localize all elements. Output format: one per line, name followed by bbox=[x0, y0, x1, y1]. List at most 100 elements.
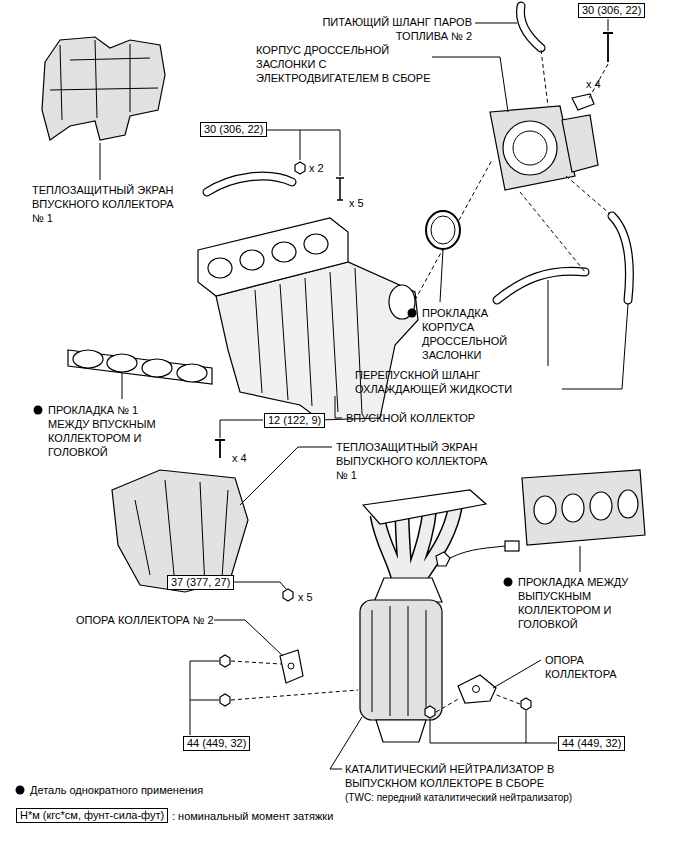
intake-port bbox=[304, 234, 328, 254]
exhaust-gasket bbox=[522, 470, 645, 545]
leader-line bbox=[220, 420, 263, 438]
bypass-hose bbox=[497, 271, 585, 300]
note-text: (TWC: передний каталитический нейтрализа… bbox=[345, 791, 572, 805]
nut bbox=[295, 162, 305, 174]
part-label: КАТАЛИТИЧЕСКИЙ НЕЙТРАЛИЗАТОР В ВЫПУСКНОМ… bbox=[345, 762, 610, 790]
throttle-bore bbox=[503, 121, 557, 175]
gasket-hole bbox=[618, 490, 638, 518]
nut bbox=[220, 694, 230, 706]
exhaust-heat-shield bbox=[112, 470, 248, 592]
torque-box: 30 (306, 22) bbox=[200, 122, 267, 137]
throttle-motor bbox=[562, 115, 598, 172]
throttle-gasket bbox=[426, 211, 460, 249]
intake-gasket bbox=[177, 364, 207, 382]
bypass-hose bbox=[497, 271, 585, 300]
intake-port bbox=[240, 250, 264, 270]
intake-flange bbox=[198, 218, 348, 296]
part-label: ОПОРА КОЛЛЕКТОРА № 2 bbox=[76, 613, 216, 627]
gasket-hole bbox=[562, 494, 584, 522]
leader-line bbox=[335, 396, 342, 418]
torque-value: 30 (306, 22) bbox=[582, 4, 641, 16]
leader-line bbox=[240, 447, 332, 505]
throttle-plate bbox=[513, 131, 547, 165]
part-label: ТЕПЛОЗАЩИТНЫЙ ЭКРАН ВПУСКНОГО КОЛЛЕКТОРА… bbox=[32, 183, 177, 225]
torque-value: 37 (377, 27) bbox=[171, 576, 230, 588]
intake-port bbox=[208, 258, 232, 278]
torque-value: Н*м (кгс*см, фунт-сила-фут) bbox=[20, 809, 164, 821]
shield-rib bbox=[50, 40, 158, 120]
exhaust-flange bbox=[363, 490, 486, 524]
assembly-line bbox=[231, 661, 520, 712]
gasket-hole bbox=[534, 496, 556, 524]
bolt bbox=[603, 33, 613, 62]
leader-line bbox=[493, 660, 541, 688]
torque-box: 44 (449, 32) bbox=[183, 736, 250, 751]
leader-line bbox=[440, 250, 443, 302]
leader-line bbox=[430, 711, 557, 743]
hose bbox=[207, 176, 292, 192]
part-label: ПРОКЛАДКА № 1 МЕЖДУ ВПУСКНЫМ КОЛЛЕКТОРОМ… bbox=[48, 403, 173, 459]
leader-line bbox=[226, 582, 286, 589]
collector bbox=[374, 578, 442, 602]
nut bbox=[425, 706, 435, 718]
manifold-support bbox=[280, 650, 303, 683]
leader-line bbox=[122, 373, 123, 399]
torque-value: 44 (449, 32) bbox=[187, 737, 246, 749]
intake-gasket bbox=[107, 354, 137, 372]
manifold-rib bbox=[255, 268, 362, 414]
intake-gasket bbox=[68, 350, 212, 384]
legend-torque-box: Н*м (кгс*см, фунт-сила-фут) bbox=[16, 808, 168, 823]
single-use-marker bbox=[408, 309, 417, 318]
part-label: КОРПУС ДРОССЕЛЬНОЙ ЗАСЛОНКИ С ЭЛЕКТРОДВИ… bbox=[256, 43, 431, 85]
intake-port bbox=[272, 242, 296, 262]
support-hole bbox=[473, 686, 480, 693]
torque-box: 37 (377, 27) bbox=[167, 575, 234, 590]
torque-box: 12 (122, 9) bbox=[264, 413, 325, 428]
shield-rib bbox=[135, 480, 228, 588]
catalytic-converter bbox=[360, 600, 442, 720]
bypass-hose bbox=[612, 216, 629, 300]
intake-gasket bbox=[73, 350, 103, 368]
part-label: ОПОРА КОЛЛЕКТОРА bbox=[545, 653, 645, 681]
oxygen-sensor bbox=[436, 552, 450, 566]
part-label: ТЕПЛОЗАЩИТНЫЙ ЭКРАН ВЫПУСКНОГО КОЛЛЕКТОР… bbox=[336, 440, 501, 482]
nut bbox=[521, 698, 531, 710]
assembly-line bbox=[415, 50, 608, 300]
torque-box: 30 (306, 22) bbox=[578, 3, 645, 18]
quantity-label: x 5 bbox=[298, 590, 313, 604]
hose bbox=[207, 176, 292, 192]
part-label: ПРОКЛАДКА МЕЖДУ ВЫПУСКНЫМ КОЛЛЕКТОРОМ И … bbox=[518, 575, 653, 631]
torque-value: 12 (122, 9) bbox=[268, 414, 321, 426]
sensor-wire bbox=[450, 546, 505, 558]
assembly-line bbox=[520, 176, 610, 272]
leader-line bbox=[548, 280, 628, 389]
sensor-connector bbox=[505, 541, 519, 551]
converter-rib bbox=[372, 606, 426, 716]
support-hole bbox=[288, 663, 294, 669]
leader-line bbox=[580, 546, 581, 572]
part-label: ПРОКЛАДКА КОРПУСА ДРОССЕЛЬНОЙ ЗАСЛОНКИ bbox=[422, 306, 522, 362]
single-use-marker bbox=[504, 578, 513, 587]
throttle-body bbox=[490, 106, 575, 190]
torque-box: 44 (449, 32) bbox=[558, 736, 625, 751]
legend-text: Деталь однократного применения bbox=[30, 783, 203, 797]
quantity-label: x 5 bbox=[349, 196, 364, 210]
leader-line bbox=[190, 661, 219, 735]
quantity-label: x 2 bbox=[309, 161, 324, 175]
single-use-marker bbox=[34, 406, 43, 415]
fuel-vapor-hose bbox=[520, 6, 541, 48]
gasket-hole bbox=[590, 492, 612, 520]
leader-line bbox=[608, 19, 609, 31]
nut bbox=[283, 589, 293, 601]
leader-line bbox=[258, 130, 340, 176]
leader-line bbox=[330, 717, 362, 769]
part-label: ПЕРЕПУСКНОЙ ШЛАНГ ОХЛАЖДАЮЩЕЙ ЖИДКОСТИ bbox=[355, 368, 550, 396]
bypass-hose bbox=[612, 216, 629, 300]
leader-line bbox=[432, 57, 508, 112]
intake-heat-shield bbox=[42, 37, 165, 140]
torque-value: 44 (449, 32) bbox=[562, 737, 621, 749]
manifold-support bbox=[458, 675, 496, 703]
bolt bbox=[336, 178, 344, 200]
leader-line bbox=[475, 23, 517, 24]
